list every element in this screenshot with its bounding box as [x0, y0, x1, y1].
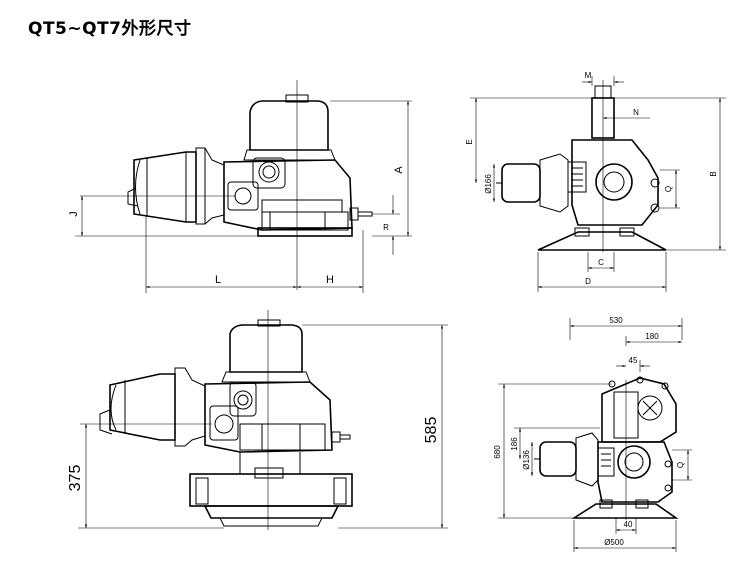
label-C: C — [598, 258, 604, 267]
label-375: 375 — [67, 465, 84, 492]
label-dia166: Ø166 — [484, 174, 493, 194]
label-H: H — [326, 274, 334, 286]
label-M: M — [585, 71, 592, 80]
label-B: B — [709, 171, 718, 176]
view-1-side-elevation: A R J L H — [68, 80, 412, 293]
label-40: 40 — [624, 520, 633, 529]
label-Q: Q — [664, 186, 673, 192]
label-186: 186 — [510, 437, 519, 451]
label-A: A — [393, 166, 405, 174]
view-3-side-with-base: 585 375 — [67, 310, 448, 530]
label-585: 585 — [423, 417, 440, 444]
label-dia136: Ø136 — [522, 450, 531, 470]
label-L: L — [215, 274, 221, 286]
page-title: QT5~QT7外形尺寸 — [28, 19, 192, 39]
view-4-front-with-base: 530 180 45 680 186 Ø136 Q 40 Ø500 — [493, 316, 692, 552]
label-680: 680 — [493, 445, 502, 459]
label-180: 180 — [645, 332, 659, 341]
label-J: J — [68, 211, 80, 217]
label-N: N — [633, 108, 639, 117]
label-530: 530 — [609, 316, 623, 325]
label-E: E — [465, 139, 474, 144]
label-dia500: Ø500 — [604, 538, 624, 547]
view-2-front-elevation: M N E Ø166 Q B C D — [465, 71, 726, 292]
label-45: 45 — [629, 356, 638, 365]
label-D: D — [585, 277, 591, 286]
label-R: R — [383, 223, 389, 232]
label-Q-lower: Q — [676, 462, 685, 468]
